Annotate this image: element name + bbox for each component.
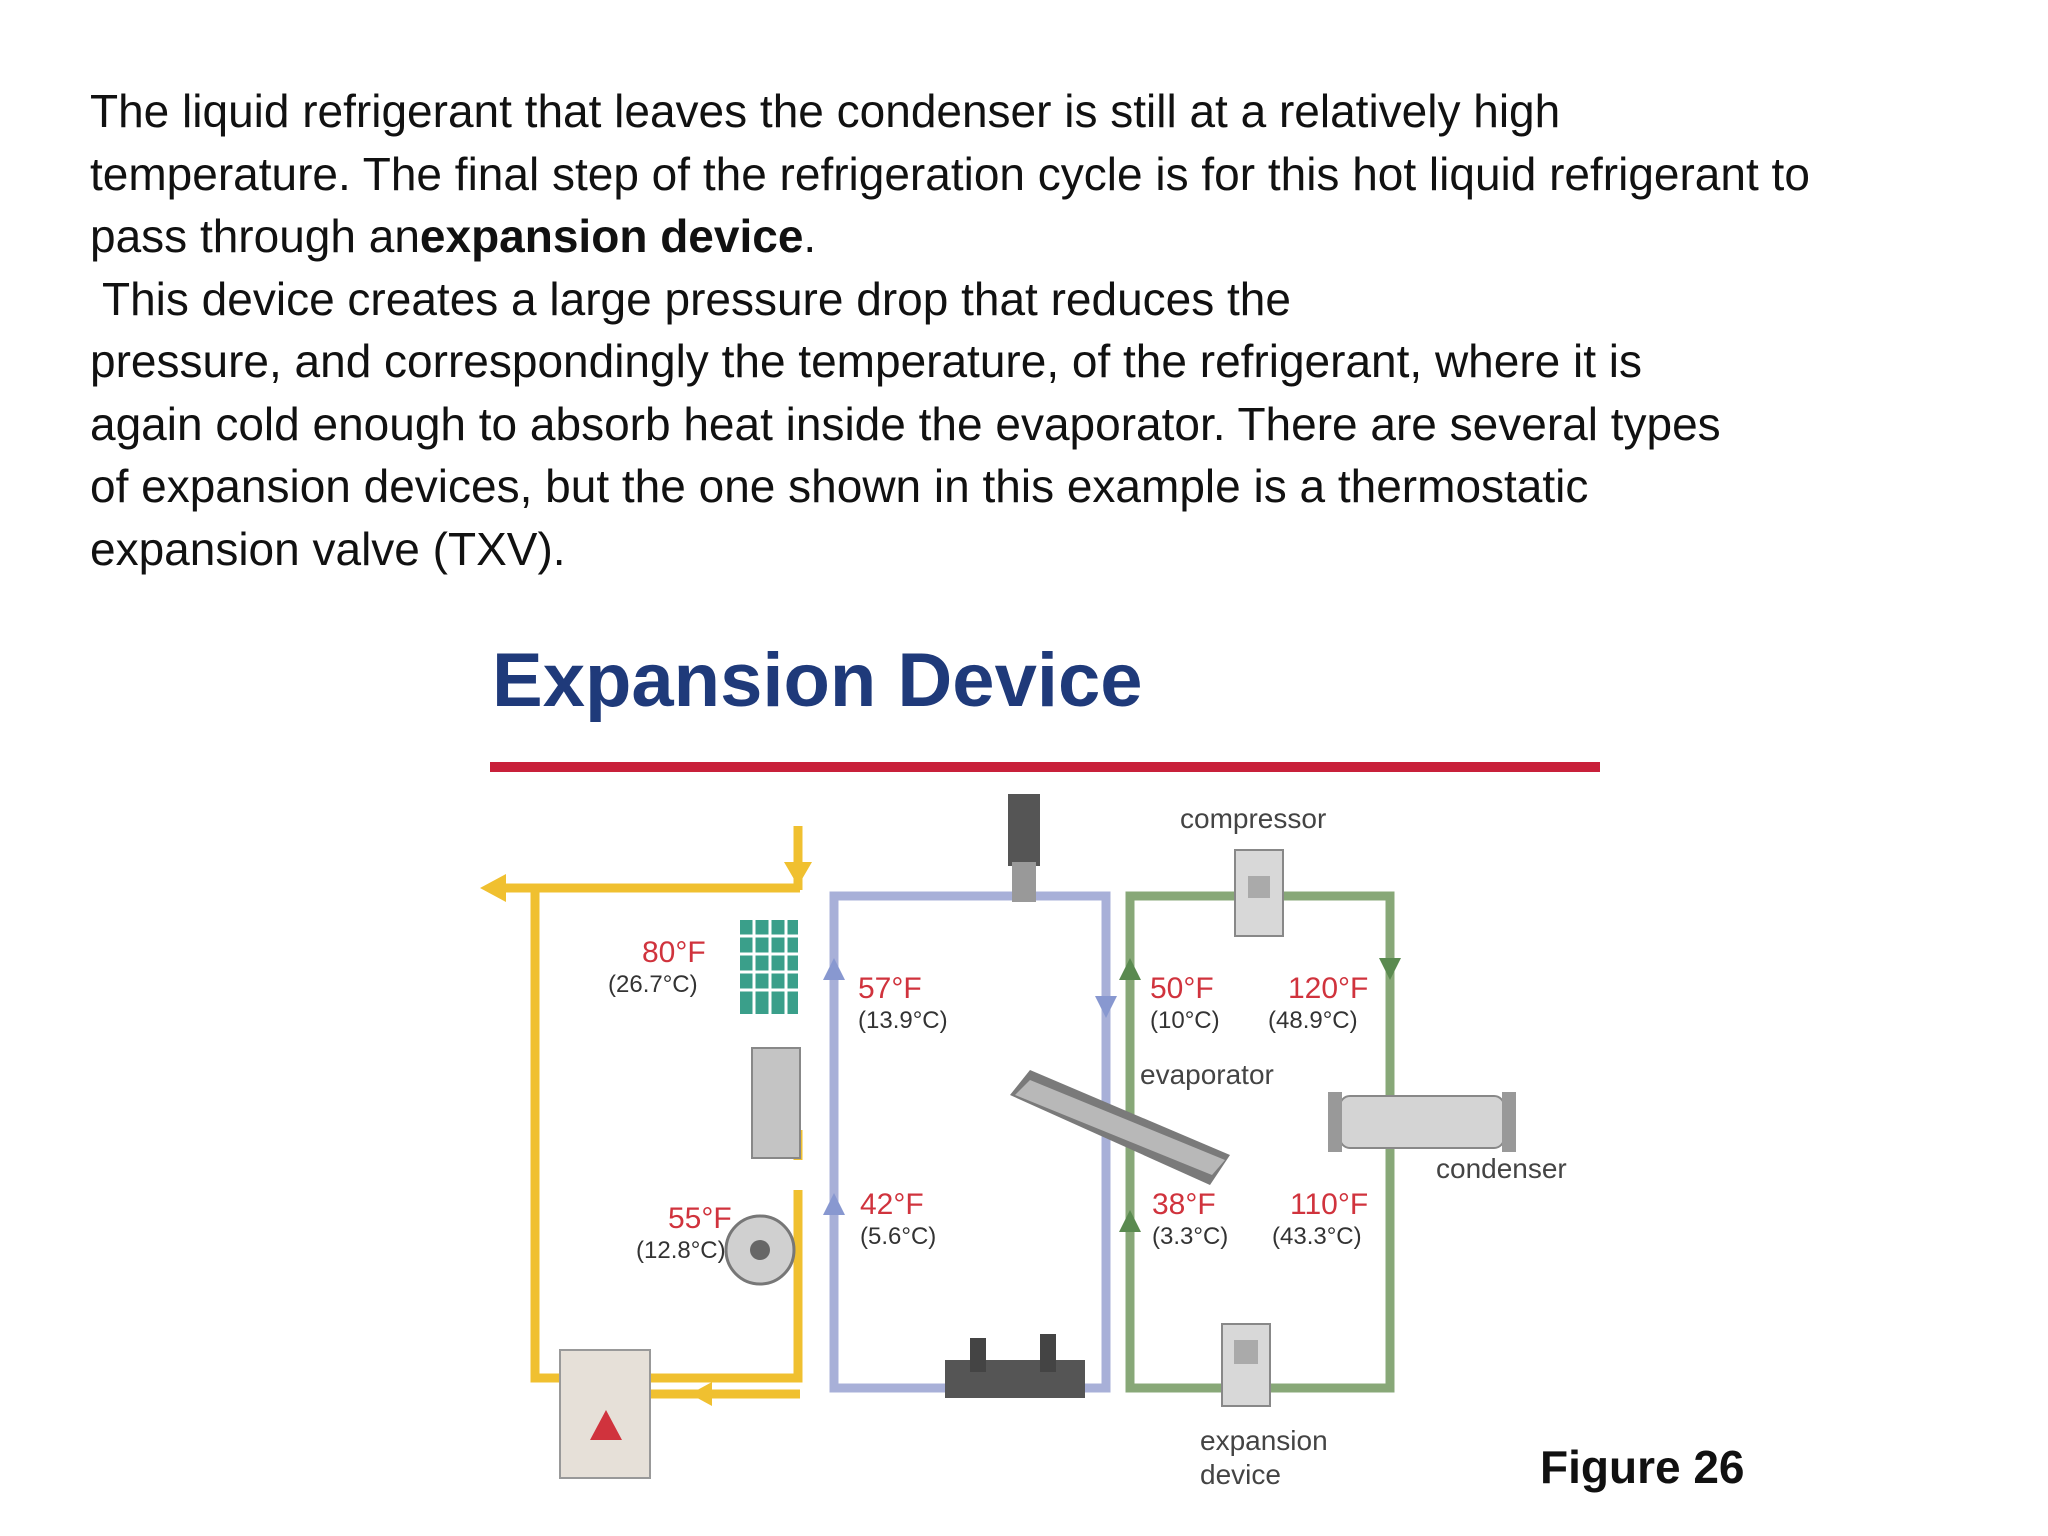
paragraph-line-8: expansion valve (TXV). [90, 522, 566, 575]
refrigerant-arrow-down-icon [1379, 958, 1401, 980]
body-paragraph: The liquid refrigerant that leaves the c… [90, 80, 1990, 580]
condenser-label: condenser [1436, 1153, 1567, 1184]
paragraph-line-3-text: pass through an [90, 210, 420, 262]
air-arrow-left-icon [480, 874, 506, 902]
condenser-icon [1328, 1092, 1516, 1152]
evaporator-vessel-icon [1010, 1070, 1230, 1185]
diagram-svg: Expansion Device [480, 640, 1600, 1490]
paragraph-line-1: The liquid refrigerant that leaves the c… [90, 85, 1561, 137]
temp-50f-c: (10°C) [1150, 1007, 1220, 1034]
evaporator-label: evaporator [1140, 1059, 1274, 1090]
temp-55f-c: (12.8°C) [636, 1237, 726, 1264]
paragraph-line-6: again cold enough to absorb heat inside … [90, 397, 1721, 450]
temp-80f: 80°F [642, 936, 706, 969]
temp-50f: 50°F [1150, 972, 1214, 1005]
fan-icon [724, 1214, 796, 1286]
refrigerant-arrow-up-2-icon [1119, 1210, 1141, 1232]
temp-42f: 42°F [860, 1188, 924, 1221]
temp-42f-c: (5.6°C) [860, 1223, 936, 1250]
air-loop [480, 826, 812, 1406]
refrigerant-loop [1119, 891, 1401, 1393]
paragraph-line-5: pressure, and correspondingly the temper… [90, 335, 1643, 387]
water-loop [823, 794, 1117, 1393]
expansion-device-term: expansion device [419, 210, 804, 262]
temp-57f-c: (13.9°C) [858, 1007, 948, 1034]
expansion-device-diagram: Expansion Device [440, 640, 1620, 1520]
temp-120f-c: (48.9°C) [1268, 1007, 1358, 1034]
temp-110f: 110°F [1290, 1188, 1368, 1221]
cooling-coil-icon [740, 920, 798, 1014]
expansion-device-label-2: device [1200, 1459, 1281, 1490]
temp-38f: 38°F [1152, 1188, 1216, 1221]
water-arrow-up-2-icon [823, 1193, 845, 1215]
pump-icon [1008, 794, 1040, 866]
paragraph-line-2: temperature. The final step of the refri… [90, 147, 1810, 200]
air-arrow-return-icon [690, 1382, 712, 1406]
air-handler-icon [751, 1047, 801, 1159]
figure-caption: Figure 26 [1540, 1441, 1745, 1493]
temp-38f-c: (3.3°C) [1152, 1223, 1228, 1250]
paragraph-line-3-period: . [803, 210, 817, 262]
expansion-valve-icon [1221, 1323, 1271, 1407]
paragraph-line-4: This device creates a large pressure dro… [102, 272, 1291, 325]
temp-110f-c: (43.3°C) [1272, 1223, 1362, 1250]
air-arrow-down-icon [784, 862, 812, 886]
water-arrow-up-icon [823, 958, 845, 980]
temp-57f: 57°F [858, 972, 922, 1005]
paragraph-line-7: of expansion devices, but the one shown … [90, 460, 1589, 512]
water-arrow-down-icon [1095, 996, 1117, 1018]
refrigerant-arrow-up-icon [1119, 958, 1141, 980]
diagram-title: Expansion Device [492, 640, 1143, 723]
zone-icon [559, 1349, 651, 1479]
compressor-icon [1234, 849, 1284, 937]
expansion-device-label-1: expansion [1200, 1425, 1328, 1456]
temp-80f-c: (26.7°C) [608, 971, 698, 998]
paragraph-line-3: pass through anexpansion device. [90, 205, 1990, 268]
temp-55f: 55°F [668, 1202, 732, 1235]
temp-120f: 120°F [1288, 972, 1368, 1005]
compressor-label: compressor [1180, 803, 1326, 834]
title-rule [490, 762, 1600, 772]
chiller-pump-icon [945, 1334, 1085, 1398]
